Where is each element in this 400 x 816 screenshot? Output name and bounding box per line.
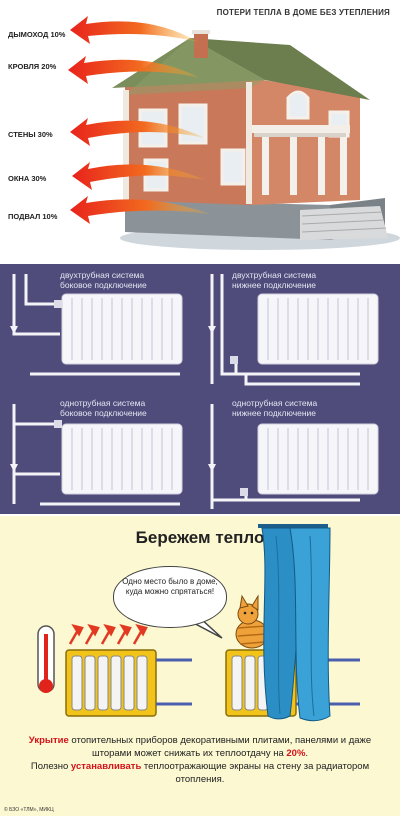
scheme-label-1: двухтрубная система боковое подключение bbox=[60, 270, 147, 290]
connection-diagrams bbox=[10, 274, 379, 509]
loss-label-basement: ПОДВАЛ 10% bbox=[8, 212, 58, 221]
caption-text-1: отопительных приборов декоративными плит… bbox=[68, 735, 372, 759]
loss-label-windows: ОКНА 30% bbox=[8, 174, 47, 183]
thermometer-icon bbox=[37, 625, 55, 693]
heat-loss-panel: ПОТЕРИ ТЕПЛА В ДОМЕ БЕЗ УТЕПЛЕНИЯ ДЫМОХО… bbox=[0, 0, 400, 262]
house-illustration bbox=[112, 30, 400, 250]
copyright-text: © БЗО «ТЛМ», МИКЦ bbox=[4, 807, 54, 813]
radiator-open bbox=[65, 649, 192, 717]
loss-label-chimney: ДЫМОХОД 10% bbox=[8, 30, 66, 39]
heat-loss-title: ПОТЕРИ ТЕПЛА В ДОМЕ БЕЗ УТЕПЛЕНИЯ bbox=[216, 8, 390, 17]
radiator-illustration bbox=[37, 524, 360, 722]
heat-arrows bbox=[68, 16, 210, 224]
connection-schemes-panel: двухтрубная система боковое подключение … bbox=[0, 264, 400, 514]
heat-rising-arrows bbox=[68, 624, 148, 645]
caption-highlight-cover: Укрытие bbox=[28, 735, 69, 746]
scheme-one-pipe-side bbox=[12, 404, 180, 506]
caption-text-2: теплоотражающие экраны на стену за радиа… bbox=[141, 761, 370, 785]
caption-text-1-end: . bbox=[305, 748, 309, 759]
save-heat-panel: Бережем тепло bbox=[0, 516, 400, 816]
cat-icon bbox=[235, 594, 269, 649]
caption-highlight-percent: 20% bbox=[286, 748, 306, 759]
loss-label-walls: СТЕНЫ 30% bbox=[8, 130, 53, 139]
save-heat-caption: Укрытие отопительных приборов декоративн… bbox=[14, 734, 386, 786]
scheme-label-3: однотрубная система боковое подключение bbox=[60, 398, 147, 418]
scheme-label-4: однотрубная система нижнее подключение bbox=[232, 398, 318, 418]
scheme-label-2: двухтрубная система нижнее подключение bbox=[232, 270, 317, 290]
loss-label-roof: КРОВЛЯ 20% bbox=[8, 62, 57, 71]
save-heat-title: Бережем тепло bbox=[135, 528, 265, 547]
caption-highlight-install: устанавливать bbox=[70, 761, 142, 772]
speech-bubble: Одно место было в доме, куда можно спрят… bbox=[113, 566, 227, 628]
speech-bubble-text: Одно место было в доме, куда можно спрят… bbox=[122, 577, 218, 596]
caption-text-2-start: Полезно bbox=[30, 761, 71, 772]
curtain-icon bbox=[258, 524, 331, 722]
